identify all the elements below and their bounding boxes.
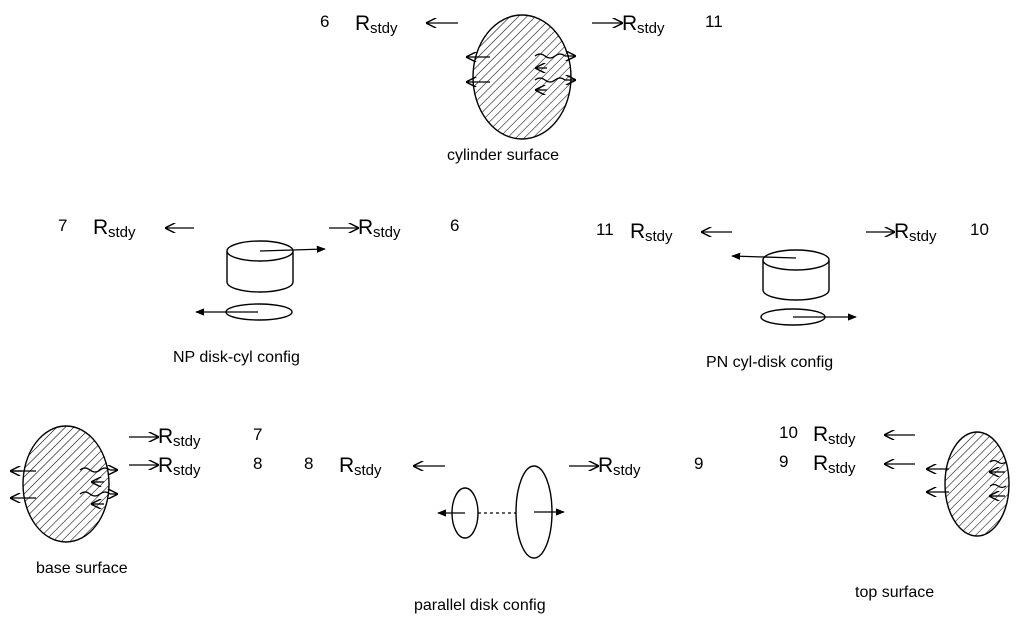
label-number: 11 xyxy=(705,12,723,31)
radiation-arrows-icon xyxy=(467,54,575,90)
label-number: 7 xyxy=(58,216,67,235)
label-r: R xyxy=(355,12,370,35)
np-right-label: R stdy 6 xyxy=(329,216,459,241)
label-subscript: stdy xyxy=(173,462,201,479)
top-top-label: 10 R stdy xyxy=(779,423,915,448)
cylinder-surface-diagram: 6 R stdy R stdy 11 cylinder surface xyxy=(320,12,723,164)
label-number: 6 xyxy=(320,12,329,31)
label-number: 9 xyxy=(694,454,703,473)
label-number: 8 xyxy=(253,454,262,473)
cylinder-left-label: 6 R stdy xyxy=(320,12,458,37)
cylinder-right-label: R stdy 11 xyxy=(592,12,723,37)
label-number: 6 xyxy=(450,216,459,235)
label-r: R xyxy=(93,216,108,239)
label-r: R xyxy=(158,454,173,477)
diagram-caption: base surface xyxy=(36,560,128,577)
label-r: R xyxy=(894,220,909,243)
parallel-disk-diagram: 8 R stdy R stdy 9 parallel disk config xyxy=(304,454,703,614)
label-subscript: stdy xyxy=(108,224,136,241)
label-subscript: stdy xyxy=(613,462,641,479)
label-r: R xyxy=(358,216,373,239)
parallel-right-label: R stdy 9 xyxy=(569,454,703,479)
radiation-arrows-icon xyxy=(927,459,1007,497)
label-subscript: stdy xyxy=(645,228,673,245)
label-r: R xyxy=(622,12,637,35)
label-subscript: stdy xyxy=(373,224,401,241)
label-subscript: stdy xyxy=(637,20,665,37)
pn-cyl-disk-diagram: 11 R stdy R stdy 10 PN cyl-disk config xyxy=(596,220,989,371)
label-subscript: stdy xyxy=(909,228,937,245)
label-r: R xyxy=(813,423,828,446)
cylinder-shape xyxy=(762,249,830,301)
diagram-caption: top surface xyxy=(855,584,934,601)
np-left-label: 7 R stdy xyxy=(58,216,194,241)
base-surface-diagram: R stdy 7 R stdy 8 base surface xyxy=(11,425,262,577)
label-number: 10 xyxy=(779,423,798,442)
np-disk-cyl-diagram: 7 R stdy R stdy 6 NP disk-cyl config xyxy=(58,216,459,366)
pn-right-label: R stdy 10 xyxy=(866,220,989,245)
label-number: 8 xyxy=(304,454,313,473)
label-subscript: stdy xyxy=(354,462,382,479)
base-top-label: R stdy 7 xyxy=(129,425,262,450)
label-number: 9 xyxy=(779,452,788,471)
cylinder-arrow-icon xyxy=(731,252,797,260)
label-subscript: stdy xyxy=(370,20,398,37)
radiation-arrows-icon xyxy=(11,468,117,504)
label-number: 10 xyxy=(970,220,989,239)
diagram-caption: cylinder surface xyxy=(447,147,559,164)
label-r: R xyxy=(598,454,613,477)
cylinder-surface-shape xyxy=(472,14,572,140)
diagram-caption: PN cyl-disk config xyxy=(706,354,833,371)
cylinder-shape xyxy=(226,240,294,293)
top-bottom-label: 9 R stdy xyxy=(779,452,915,477)
base-bottom-label: R stdy 8 xyxy=(129,454,262,479)
label-number: 11 xyxy=(596,220,614,239)
label-subscript: stdy xyxy=(173,433,201,450)
base-surface-shape xyxy=(22,425,110,543)
diagram-caption: parallel disk config xyxy=(414,597,546,614)
parallel-left-label: 8 R stdy xyxy=(304,454,445,479)
top-surface-diagram: 10 R stdy 9 R stdy top surface xyxy=(779,423,1010,601)
diagram-caption: NP disk-cyl config xyxy=(173,349,300,366)
label-r: R xyxy=(158,425,173,448)
pn-left-label: 11 R stdy xyxy=(596,220,732,245)
label-number: 7 xyxy=(253,425,262,444)
label-r: R xyxy=(813,452,828,475)
label-r: R xyxy=(339,454,354,477)
label-r: R xyxy=(630,220,645,243)
cylinder-arrow-icon xyxy=(259,245,326,253)
label-subscript: stdy xyxy=(828,431,856,448)
top-surface-shape xyxy=(944,431,1010,537)
label-subscript: stdy xyxy=(828,460,856,477)
